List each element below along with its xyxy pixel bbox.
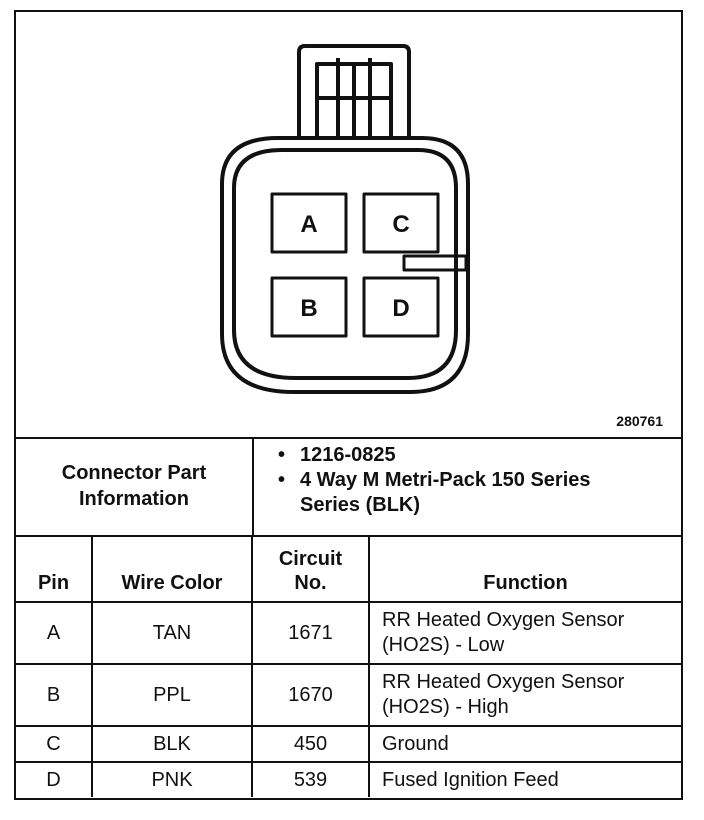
- connector-diagram: A C B D 280761 Connector Part Informatio…: [14, 10, 683, 800]
- header-circuit: Circuit No.: [251, 535, 370, 603]
- pin-table: Pin Wire Color Circuit No. Function A TA…: [16, 535, 681, 797]
- pin-label-c: C: [392, 211, 409, 238]
- part-info-item: •4 Way M Metri-Pack 150 Series Series (B…: [278, 469, 591, 516]
- figure-id: 280761: [616, 413, 663, 429]
- bullet-icon: •: [278, 444, 286, 466]
- pin-cavity-b: [270, 276, 348, 338]
- header-pin: Pin: [16, 535, 93, 603]
- connector-drawing: A C B D 280761: [16, 12, 681, 439]
- cell-circuit: 539: [251, 761, 370, 797]
- part-info-list: •1216-0825 •4 Way M Metri-Pack 150 Serie…: [278, 443, 600, 518]
- connector-housing-outer: [220, 136, 470, 394]
- cell-circuit: 450: [251, 725, 370, 763]
- pin-label-d: D: [392, 295, 409, 322]
- part-info-label: Connector Part Information: [16, 437, 254, 535]
- header-wire-color: Wire Color: [91, 535, 253, 603]
- pin-label-b: B: [300, 295, 317, 322]
- table-row: C BLK 450 Ground: [16, 725, 681, 763]
- pin-cavity-c: [362, 192, 440, 254]
- header-function: Function: [368, 535, 681, 603]
- cell-circuit: 1670: [251, 663, 370, 727]
- table-row: B PPL 1670 RR Heated Oxygen Sensor (HO2S…: [16, 663, 681, 727]
- connector-part-info: Connector Part Information •1216-0825 •4…: [16, 437, 681, 537]
- table-row: A TAN 1671 RR Heated Oxygen Sensor (HO2S…: [16, 601, 681, 665]
- table-row: D PNK 539 Fused Ignition Feed: [16, 761, 681, 797]
- cell-function: RR Heated Oxygen Sensor (HO2S) - Low: [368, 601, 681, 665]
- polarizing-key: [402, 254, 468, 272]
- cell-pin: C: [16, 725, 93, 763]
- pin-label-a: A: [300, 211, 317, 238]
- cell-function: RR Heated Oxygen Sensor (HO2S) - High: [368, 663, 681, 727]
- cell-wire-color: TAN: [91, 601, 253, 665]
- connector-face-view: A C B D: [220, 44, 470, 394]
- locking-tab: [297, 44, 411, 138]
- connector-housing-inner: [232, 148, 458, 380]
- part-info-item: •1216-0825: [278, 444, 396, 466]
- pin-cavity-d: [362, 276, 440, 338]
- pin-table-header: Pin Wire Color Circuit No. Function: [16, 535, 681, 603]
- cell-pin: B: [16, 663, 93, 727]
- cell-circuit: 1671: [251, 601, 370, 665]
- cell-pin: A: [16, 601, 93, 665]
- cell-wire-color: BLK: [91, 725, 253, 763]
- cell-pin: D: [16, 761, 93, 797]
- cell-function: Ground: [368, 725, 681, 763]
- cell-function: Fused Ignition Feed: [368, 761, 681, 797]
- pin-cavity-a: [270, 192, 348, 254]
- cell-wire-color: PPL: [91, 663, 253, 727]
- cell-wire-color: PNK: [91, 761, 253, 797]
- bullet-icon: •: [278, 469, 286, 491]
